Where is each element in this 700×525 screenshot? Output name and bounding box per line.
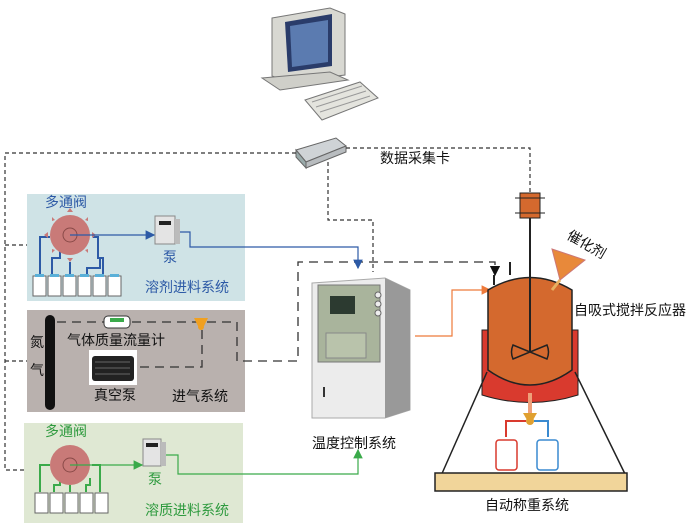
solvent-valve-label: 多通阀 bbox=[45, 194, 87, 211]
gas-valve-icon bbox=[194, 318, 208, 330]
mass-flow-meter-icon bbox=[103, 315, 131, 329]
weighing-system-label: 自动称重系统 bbox=[485, 498, 569, 514]
daq-card-icon bbox=[295, 137, 347, 170]
computer-icon bbox=[260, 7, 379, 121]
nitrogen-cylinder-icon bbox=[45, 315, 55, 410]
nitrogen-label-2: 气 bbox=[30, 363, 44, 379]
solute-valve-label: 多通阀 bbox=[45, 423, 87, 440]
signal-lines bbox=[4, 147, 531, 471]
solvent-line bbox=[180, 231, 363, 270]
solvent-pump-label: 泵 bbox=[163, 250, 177, 266]
heat-line bbox=[415, 285, 492, 337]
temperature-control-label: 温度控制系统 bbox=[312, 436, 396, 452]
vacuum-pump-label: 真空泵 bbox=[94, 388, 136, 404]
solute-pump-icon bbox=[142, 438, 166, 467]
vacuum-pump-icon bbox=[89, 350, 137, 385]
solute-system-label: 溶质进料系统 bbox=[145, 503, 229, 519]
solute-pump-label: 泵 bbox=[148, 472, 162, 488]
gas-system-label: 进气系统 bbox=[172, 389, 228, 405]
reactor-label: 自吸式搅拌反应器 bbox=[574, 302, 686, 319]
solvent-pump-icon bbox=[154, 215, 180, 245]
solute-line bbox=[166, 448, 363, 475]
daq-card-label: 数据采集卡 bbox=[380, 150, 450, 167]
solvent-system-label: 溶剂进料系统 bbox=[145, 280, 229, 296]
temperature-controller-icon bbox=[311, 277, 411, 419]
catalyst-icon bbox=[550, 248, 587, 291]
gas-lines bbox=[57, 261, 501, 368]
stirred-reactor-icon bbox=[439, 192, 628, 479]
weighing-platform-icon bbox=[434, 472, 628, 492]
nitrogen-label-1: 氮 bbox=[30, 335, 44, 351]
mass-flow-meter-label: 气体质量流量计 bbox=[67, 333, 165, 349]
